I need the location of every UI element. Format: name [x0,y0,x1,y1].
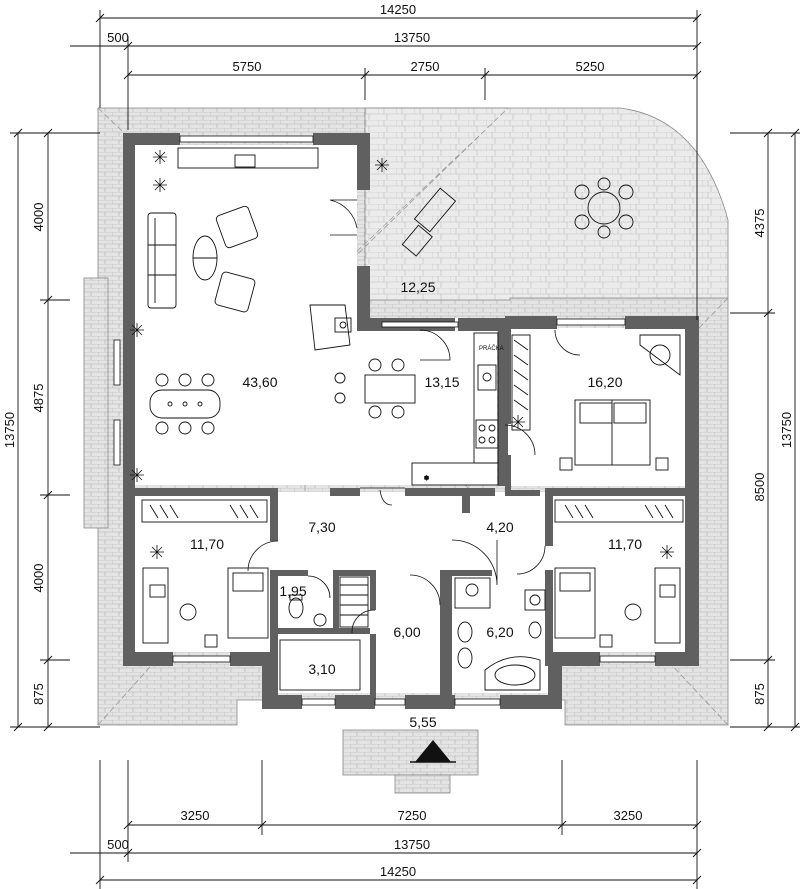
dim-bottom-seg-3: 3250 [614,808,643,823]
dim-right-overall: 13750 [779,412,794,448]
dim-left-seg-2: 4875 [31,384,46,413]
room-label-corridor: 4,20 [486,519,513,535]
room-label-hall: 7,30 [308,519,335,535]
room-label-terrace: 12,25 [400,279,435,295]
deck-chair-icon [401,187,457,257]
dim-top-seg-3: 5250 [576,59,605,74]
washer-label: PRÁČKA [479,345,504,352]
dim-top-seg-1: 5750 [233,59,262,74]
toilet-icon [288,594,327,627]
svg-text:❄: ❄ [424,475,429,482]
dim-top-overall: 14250 [380,2,416,17]
kitchen-counter-icon: ❄ [411,332,499,486]
room-labels: 43,60 12,25 13,15 16,20 7,30 4,20 11,70 … [190,279,642,730]
room-label-living: 43,60 [242,374,277,390]
dim-top-inner: 13750 [394,30,430,45]
dimension-texts: 14250 500 13750 5750 2750 5250 3250 7250… [2,2,794,879]
furniture: ❄ [141,147,684,691]
dim-right-seg-3: 875 [752,683,767,705]
dim-left-seg-4: 875 [31,683,46,705]
room-label-pantry: 3,10 [308,661,335,677]
room-label-kitchen: 13,15 [424,374,459,390]
plant-icon [130,150,674,559]
dim-top-seg-2: 2750 [411,59,440,74]
sofa-icon [147,212,177,309]
dim-bottom-offset: 500 [107,837,129,852]
room-label-bedroom-left: 11,70 [190,536,224,552]
stove-icon [475,419,499,449]
room-label-porch: 5,55 [409,714,436,730]
bed-icon [559,399,669,471]
doors [247,199,581,634]
room-label-wc: 1,95 [279,583,306,599]
dim-left-seg-3: 4000 [31,564,46,593]
bathtub-icon [484,656,541,691]
dining-table-icon [149,373,221,435]
garden-table-icon [574,177,634,239]
dim-right-seg-1: 4375 [752,209,767,238]
room-label-bedroom-right: 11,70 [608,536,642,552]
armchair-icon [214,205,259,313]
dim-top-offset: 500 [107,30,129,45]
room-label-bathroom: 6,20 [486,624,513,640]
windows [113,135,656,706]
room-label-bedroom-master: 16,20 [587,374,622,390]
dim-left-seg-1: 4000 [31,203,46,232]
walls [123,133,699,709]
dim-bottom-overall: 14250 [380,864,416,879]
dim-bottom-seg-2: 7250 [398,808,427,823]
dim-right-seg-2: 8500 [752,473,767,502]
dim-bottom-seg-1: 3250 [181,808,210,823]
dimension-lines [10,10,800,889]
kitchen-table-icon [334,358,416,419]
dim-bottom-inner: 13750 [394,837,430,852]
fireplace-icon [309,304,352,351]
north-arrow-icon [415,740,451,762]
desk-icon [639,334,681,376]
dim-left-overall: 13750 [2,412,17,448]
room-label-entrance: 6,00 [393,624,420,640]
